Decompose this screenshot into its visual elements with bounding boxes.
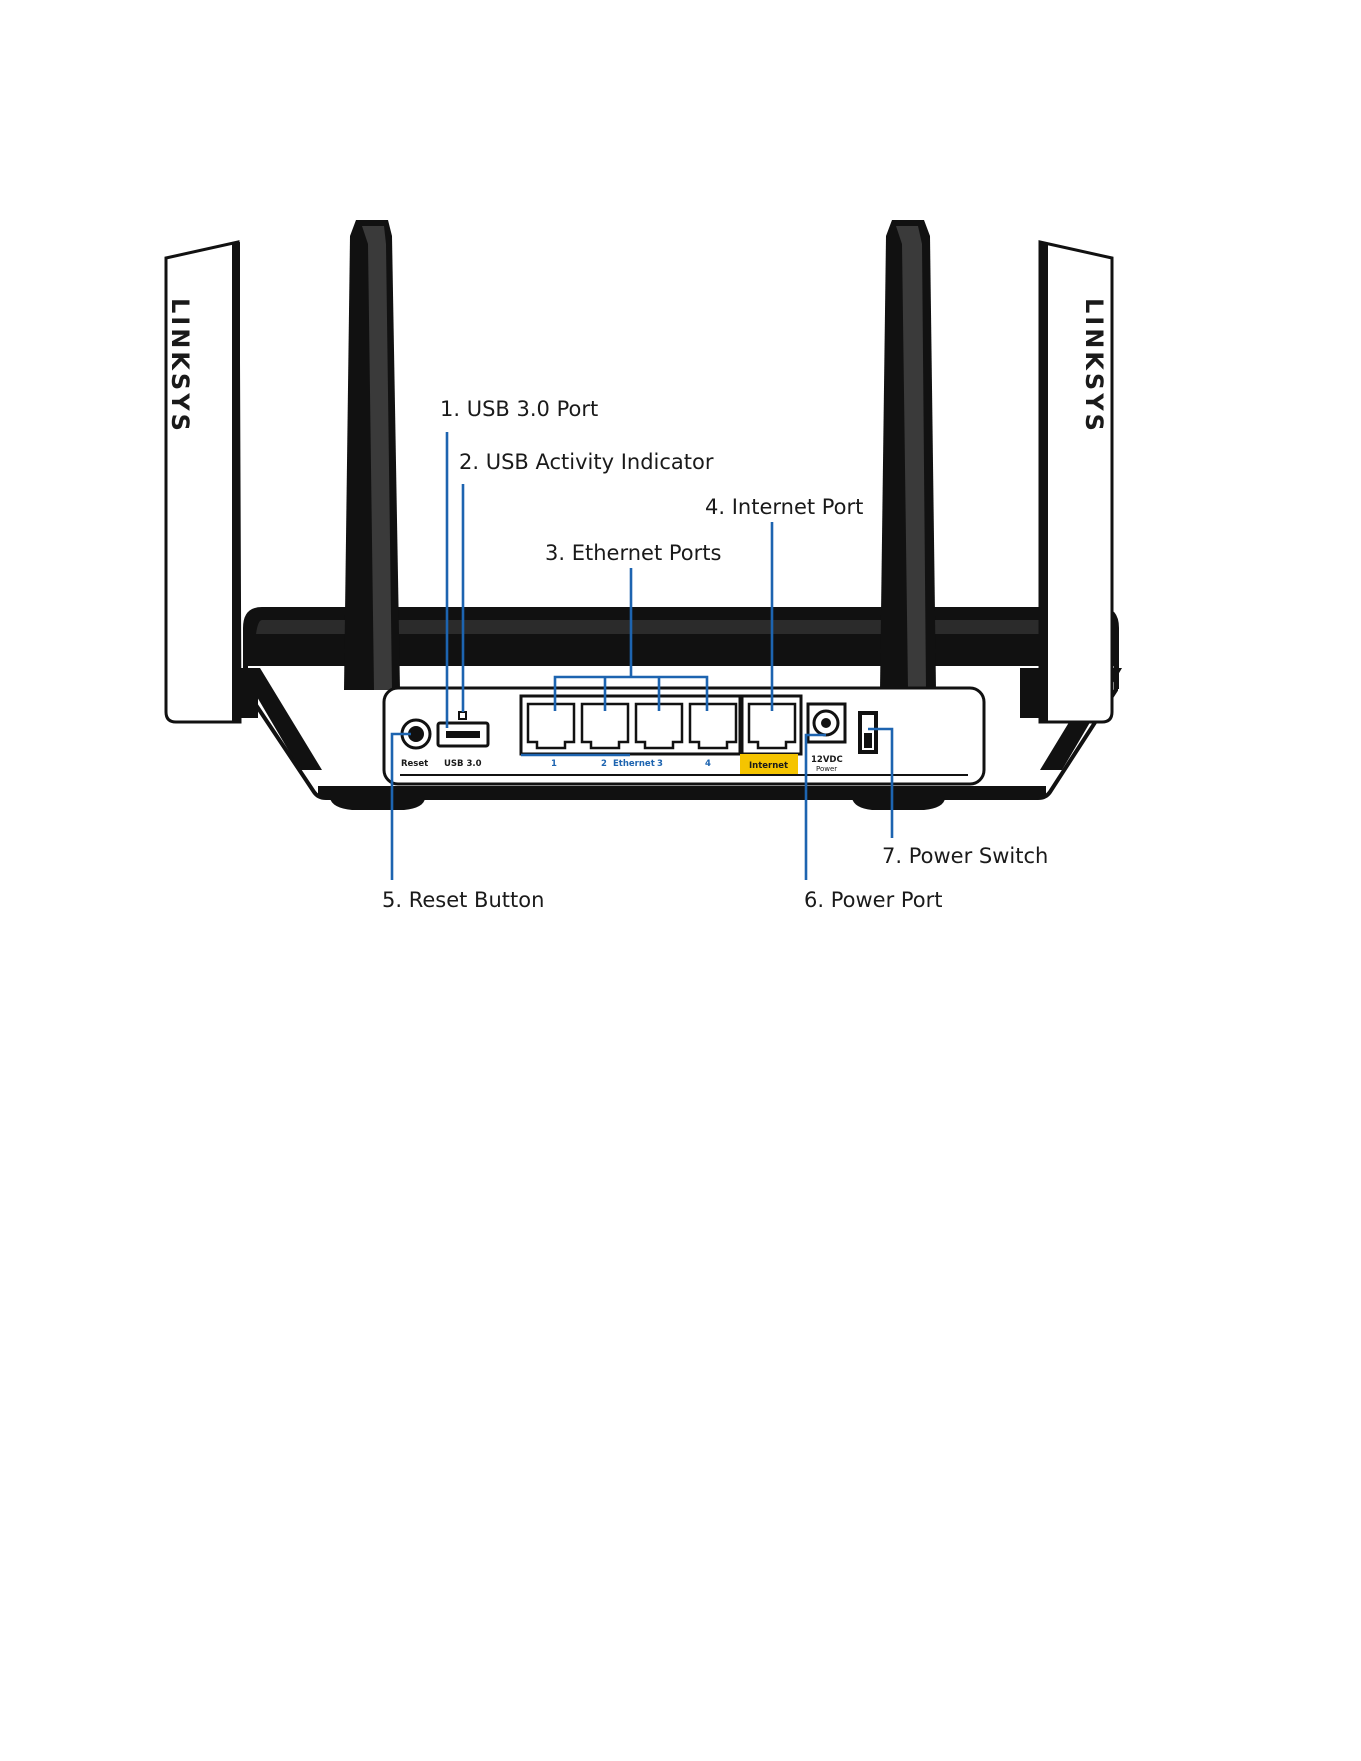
- antenna-right: [880, 220, 936, 690]
- ethernet-4-label: 4: [705, 759, 711, 769]
- antenna-left: [344, 220, 400, 690]
- power-switch[interactable]: [858, 711, 878, 754]
- callout-usb-port: 1. USB 3.0 Port: [440, 397, 598, 421]
- internet-label: Internet: [749, 761, 788, 771]
- ethernet-3-label: 3: [657, 759, 663, 769]
- ethernet-port-4[interactable]: [690, 704, 736, 748]
- callout-power-port: 6. Power Port: [804, 888, 943, 912]
- callout-reset-button: 5. Reset Button: [382, 888, 544, 912]
- usb-activity-indicator: [459, 712, 466, 719]
- usb-label: USB 3.0: [444, 759, 482, 769]
- reset-label: Reset: [401, 759, 428, 769]
- usb-port[interactable]: [438, 723, 488, 746]
- ethernet-1-label: 1: [551, 759, 557, 769]
- callout-usb-activity: 2. USB Activity Indicator: [459, 450, 714, 474]
- linksys-logo-left: LINKSYS: [166, 298, 194, 434]
- power-rating-label: 12VDC: [811, 755, 843, 765]
- callout-internet-port: 4. Internet Port: [705, 495, 863, 519]
- power-label: Power: [816, 765, 837, 773]
- callout-ethernet-ports: 3. Ethernet Ports: [545, 541, 721, 565]
- ethernet-port-1[interactable]: [528, 704, 574, 748]
- ethernet-word-label: Ethernet: [613, 759, 655, 769]
- ethernet-2-label: 2: [601, 759, 607, 769]
- linksys-logo-right: LINKSYS: [1080, 298, 1108, 434]
- callout-power-switch: 7. Power Switch: [882, 844, 1048, 868]
